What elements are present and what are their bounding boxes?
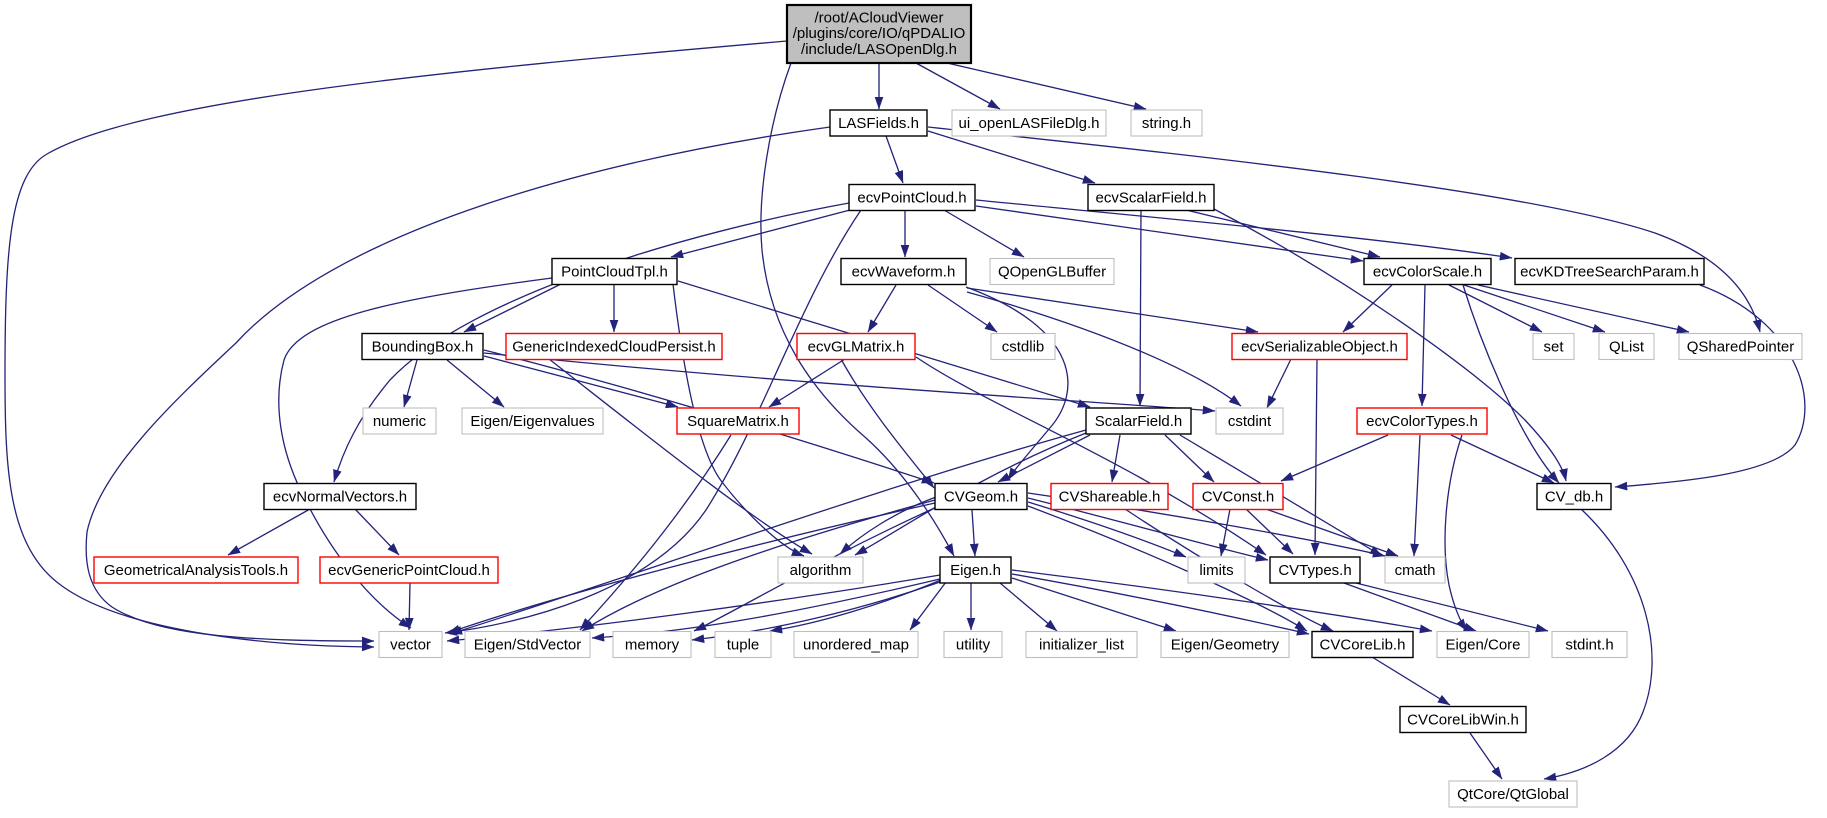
svg-text:string.h: string.h <box>1142 115 1191 132</box>
svg-text:Eigen/Eigenvalues: Eigen/Eigenvalues <box>470 413 594 430</box>
svg-text:ScalarField.h: ScalarField.h <box>1095 413 1183 430</box>
svg-text:ecvWaveform.h: ecvWaveform.h <box>852 263 956 280</box>
svg-text:ecvScalarField.h: ecvScalarField.h <box>1096 189 1207 206</box>
svg-text:ecvKDTreeSearchParam.h: ecvKDTreeSearchParam.h <box>1520 263 1699 280</box>
svg-text:ecvPointCloud.h: ecvPointCloud.h <box>857 189 966 206</box>
svg-text:memory: memory <box>625 636 680 653</box>
svg-text:/include/LASOpenDlg.h: /include/LASOpenDlg.h <box>801 41 957 58</box>
svg-text:GenericIndexedCloudPersist.h: GenericIndexedCloudPersist.h <box>512 338 715 355</box>
svg-text:Eigen.h: Eigen.h <box>950 562 1001 579</box>
svg-text:QtCore/QtGlobal: QtCore/QtGlobal <box>1457 786 1569 803</box>
svg-text:/plugins/core/IO/qPDALIO: /plugins/core/IO/qPDALIO <box>793 25 966 42</box>
svg-text:GeometricalAnalysisTools.h: GeometricalAnalysisTools.h <box>104 562 288 579</box>
svg-text:Eigen/StdVector: Eigen/StdVector <box>474 636 582 653</box>
svg-text:unordered_map: unordered_map <box>803 636 909 653</box>
svg-text:Eigen/Geometry: Eigen/Geometry <box>1171 636 1280 653</box>
svg-text:limits: limits <box>1199 562 1233 579</box>
svg-text:CVTypes.h: CVTypes.h <box>1278 562 1351 579</box>
svg-text:ecvGLMatrix.h: ecvGLMatrix.h <box>808 338 905 355</box>
svg-text:/root/ACloudViewer: /root/ACloudViewer <box>815 10 944 27</box>
svg-text:set: set <box>1543 338 1564 355</box>
svg-text:cmath: cmath <box>1395 562 1436 579</box>
svg-text:initializer_list: initializer_list <box>1039 636 1125 653</box>
svg-text:ecvColorTypes.h: ecvColorTypes.h <box>1366 413 1478 430</box>
svg-text:CVCoreLibWin.h: CVCoreLibWin.h <box>1407 711 1519 728</box>
svg-text:algorithm: algorithm <box>790 562 852 579</box>
svg-text:QList: QList <box>1609 338 1645 355</box>
svg-text:ecvColorScale.h: ecvColorScale.h <box>1373 263 1482 280</box>
svg-text:stdint.h: stdint.h <box>1565 636 1613 653</box>
svg-text:vector: vector <box>390 636 431 653</box>
svg-text:ui_openLASFileDlg.h: ui_openLASFileDlg.h <box>959 115 1100 132</box>
svg-text:CVGeom.h: CVGeom.h <box>944 488 1018 505</box>
svg-text:CVCoreLib.h: CVCoreLib.h <box>1320 636 1406 653</box>
svg-text:ecvNormalVectors.h: ecvNormalVectors.h <box>273 488 407 505</box>
svg-text:cstdlib: cstdlib <box>1002 338 1045 355</box>
svg-text:QOpenGLBuffer: QOpenGLBuffer <box>998 263 1106 280</box>
svg-text:cstdint: cstdint <box>1228 413 1272 430</box>
svg-text:LASFields.h: LASFields.h <box>838 115 919 132</box>
svg-text:QSharedPointer: QSharedPointer <box>1687 338 1795 355</box>
svg-text:Eigen/Core: Eigen/Core <box>1445 636 1520 653</box>
svg-text:CVConst.h: CVConst.h <box>1202 488 1275 505</box>
svg-text:ecvGenericPointCloud.h: ecvGenericPointCloud.h <box>328 562 490 579</box>
svg-text:utility: utility <box>956 636 991 653</box>
svg-text:CV_db.h: CV_db.h <box>1545 488 1603 505</box>
svg-text:SquareMatrix.h: SquareMatrix.h <box>687 413 789 430</box>
svg-text:tuple: tuple <box>727 636 760 653</box>
svg-text:numeric: numeric <box>373 413 427 430</box>
svg-text:CVShareable.h: CVShareable.h <box>1059 488 1161 505</box>
svg-text:PointCloudTpl.h: PointCloudTpl.h <box>561 263 668 280</box>
svg-text:BoundingBox.h: BoundingBox.h <box>372 338 474 355</box>
svg-text:ecvSerializableObject.h: ecvSerializableObject.h <box>1241 338 1398 355</box>
